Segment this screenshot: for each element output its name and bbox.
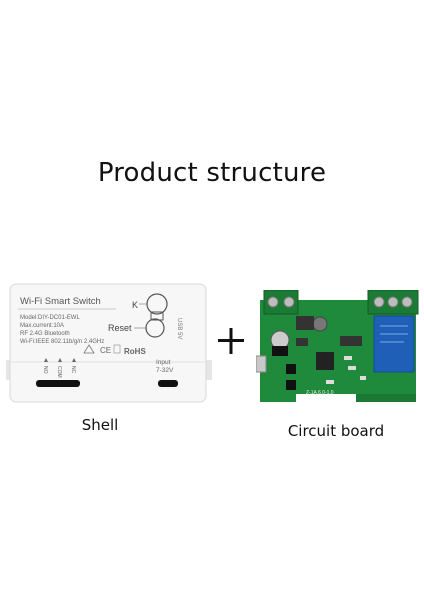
- terminal-no: NO: [42, 366, 48, 374]
- shell-model-text: Model:DIY-DC01-EWL: [20, 315, 80, 321]
- plus-icon: [216, 326, 246, 356]
- input-label: Input: [156, 359, 171, 366]
- rohs-mark: RoHS: [124, 347, 146, 356]
- usb-label: USB 5V: [176, 318, 182, 339]
- terminal-nc: NC: [70, 366, 76, 374]
- shell-wifi-text: Wi-Fi:IEEE 802.11b/g/n 2.4GHz: [20, 339, 104, 345]
- ce-mark: CE: [100, 346, 111, 355]
- input-value: 7-32V: [156, 367, 174, 374]
- shell-caption: Shell: [81, 416, 119, 434]
- reset-label: Reset: [108, 323, 132, 333]
- circuit-board-caption: Circuit board: [287, 422, 385, 440]
- page-title: Product structure: [97, 158, 327, 188]
- shell-brand-text: Wi-Fi Smart Switch: [20, 296, 101, 307]
- circuit-board-image: Z-1A 6.0-1.0: [255, 289, 422, 406]
- key-k-label: K: [132, 300, 138, 310]
- terminal-com: COM: [56, 366, 62, 378]
- shell-current-text: Max.current:10A: [20, 323, 64, 329]
- shell-rf-text: RF 2.4G Bluetooth: [20, 331, 70, 337]
- shell-image: Wi-Fi Smart Switch Model:DIY-DC01-EWL Ma…: [6, 282, 212, 404]
- board-silkscreen: Z-1A 6.0-1.0: [306, 390, 334, 396]
